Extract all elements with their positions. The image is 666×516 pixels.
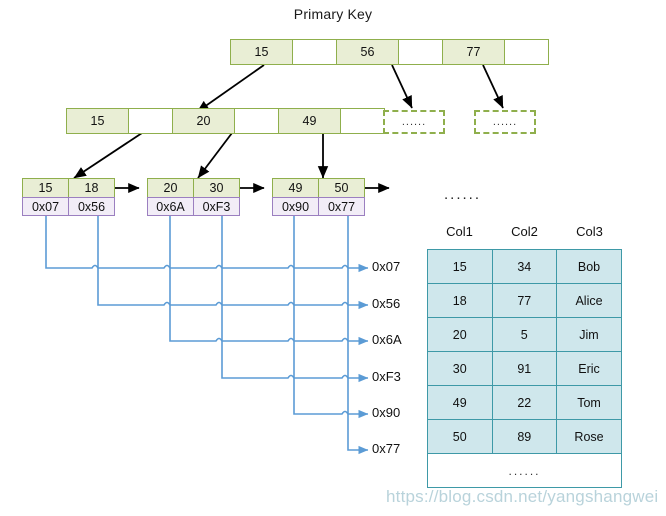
table-cell: Rose [556,419,622,454]
table-cell: 15 [427,249,493,284]
node-pointer-cell [504,39,549,65]
leaf-key-cell: 20 [147,178,194,198]
table-header-3: Col3 [576,224,603,239]
edge-internal-to-leaf-2 [197,132,233,179]
edge-root-to-placeholder-1 [391,64,413,109]
table-cell: 50 [427,419,493,454]
address-label: 0x77 [372,441,401,456]
table-ellipsis-cell: ...... [427,453,622,488]
table-cell: 91 [491,351,558,386]
address-label: 0x07 [372,259,401,274]
leaf-pointer-cell: 0xF3 [193,197,240,216]
node-pointer-cell [292,39,337,65]
table-cell: Eric [556,351,622,386]
leaf-pointer-cell: 0x56 [68,197,115,216]
table-footer-row: ...... [427,453,622,488]
node-pointer-cell [398,39,443,65]
table-header-2: Col2 [511,224,538,239]
leaf-pointer-cell: 0x90 [272,197,319,216]
address-label: 0xF3 [372,369,401,384]
table-cell: 22 [491,385,558,420]
table-cell: 5 [491,317,558,352]
address-label: 0x90 [372,405,401,420]
node-key-cell: 56 [336,39,399,65]
table-cell: 20 [427,317,493,352]
row-ellipsis: ...... [444,186,482,203]
table-cell: 49 [427,385,493,420]
address-label: 0x6A [372,332,402,347]
table-cell: 77 [491,283,558,318]
leaf-key-cell: 50 [318,178,365,198]
internal-node: 15 20 49 [66,108,385,134]
node-key-cell: 20 [172,108,235,134]
table-cell: Tom [556,385,622,420]
root-node: 15 56 77 [230,39,549,65]
leaf-key-cell: 30 [193,178,240,198]
edge-root-to-internal [196,64,265,113]
node-key-cell: 15 [66,108,129,134]
leaf-pointer-cell: 0x07 [22,197,69,216]
table-cell: 34 [491,249,558,284]
address-label: 0x56 [372,296,401,311]
page-title: Primary Key [293,6,373,22]
edge-internal-to-leaf-1 [73,132,143,179]
node-pointer-cell [128,108,173,134]
table-column-headers: Col1 Col2 Col3 [427,224,622,239]
node-key-cell: 49 [278,108,341,134]
leaf-key-cell: 15 [22,178,69,198]
leaf-key-cell: 18 [68,178,115,198]
node-pointer-cell [234,108,279,134]
pointer-wires [45,214,369,455]
table-cell: Jim [556,317,622,352]
table-cell: 89 [491,419,558,454]
node-key-cell: 15 [230,39,293,65]
subtree-placeholder-1: ...... [383,110,445,134]
node-pointer-cell [340,108,385,134]
table-cell: 30 [427,351,493,386]
leaf-pointer-cell: 0x6A [147,197,194,216]
watermark: https://blog.csdn.net/yangshangwei [386,487,659,506]
table-header-1: Col1 [446,224,473,239]
subtree-placeholder-2: ...... [474,110,536,134]
edge-root-to-placeholder-2 [482,64,504,109]
table-cell: Bob [556,249,622,284]
node-key-cell: 77 [442,39,505,65]
leaf-pointer-cell: 0x77 [318,197,365,216]
table-cell: Alice [556,283,622,318]
leaf-key-cell: 49 [272,178,319,198]
table-cell: 18 [427,283,493,318]
